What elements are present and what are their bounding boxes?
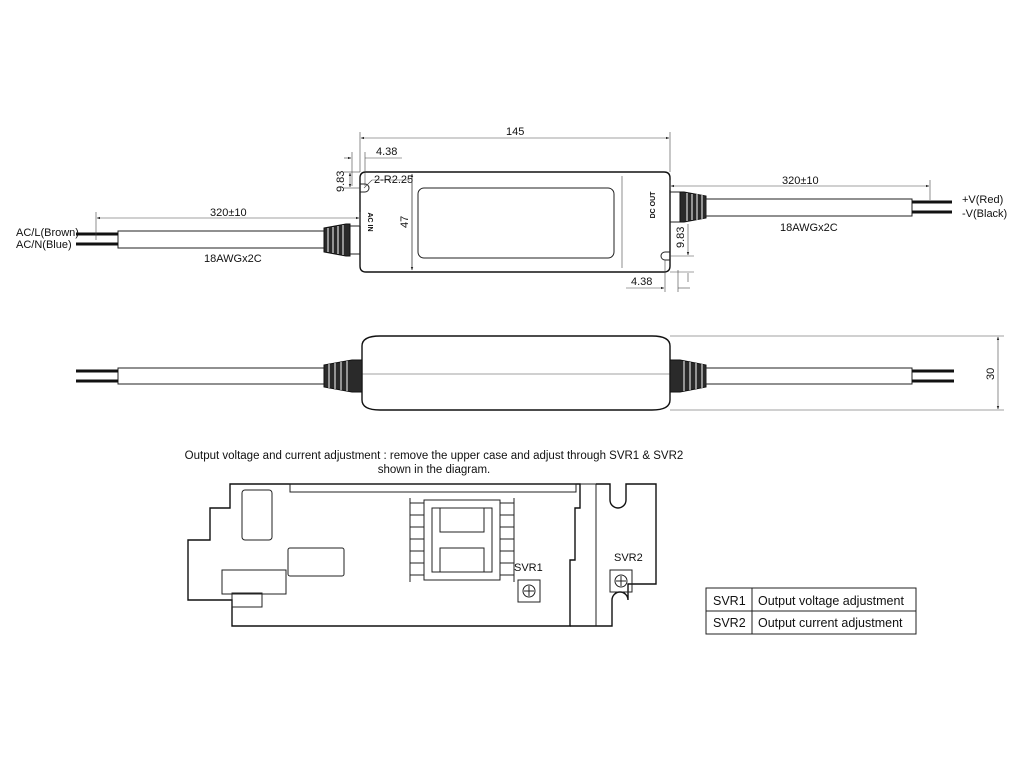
pcb-component-b [287,547,345,577]
mounting-hole-right [660,251,670,261]
input-cable-length-label: 320±10 [210,207,247,219]
top-view-enclosure [359,171,671,273]
svr-table: SVR1 Output voltage adjustment SVR2 Outp… [705,587,917,635]
pcb-component-c [221,569,287,595]
ac-in-marking: AC IN [366,212,373,231]
svr2-pcb-label: SVR2 [614,552,643,564]
hole-offset-right-label: 4.38 [631,276,652,288]
pcb-top-connector [289,483,577,493]
input-wire-live-label: AC/L(Brown) [16,227,79,239]
pcb-diagram: SVR1 SVR2 [187,483,657,627]
output-cable-length-label: 320±10 [782,175,819,187]
top-view: AC IN DC OUT AC/L(Brown) AC/N(Blue) 18AW… [16,126,1007,292]
svr1-potentiometer [517,579,541,603]
input-cable-spec: 18AWGx2C [204,253,262,265]
dc-out-marking: DC OUT [650,191,657,219]
pcb-component-a [241,489,273,541]
length-label: 145 [506,126,524,138]
table-row-2-function: Output current adjustment [758,616,903,630]
side-input-strain-relief [323,359,363,393]
hole-edge-right-label: 9.83 [675,227,687,248]
input-cable [76,223,360,257]
hole-offset-left-label: 4.38 [376,146,397,158]
table-row-2-id: SVR2 [713,616,746,630]
pcb-right-section [570,483,657,627]
svr1-pcb-label: SVR1 [514,562,543,574]
output-wire-negative-label: -V(Black) [962,208,1007,220]
side-view: 30 [76,335,1004,411]
side-view-enclosure [361,335,671,411]
side-input-cable [76,359,363,393]
width-label: 47 [399,216,411,228]
hole-radius-label: 2-R2.25 [374,174,413,186]
output-wire-positive-label: +V(Red) [962,194,1003,206]
pcb-transformer [409,498,515,582]
mounting-hole-left [360,183,370,193]
side-output-strain-relief [669,359,707,393]
hole-edge-left-label: 9.83 [335,171,347,192]
label-recess [417,187,615,259]
svr2-potentiometer [609,569,633,593]
adjustment-note-line1: Output voltage and current adjustment : … [185,450,684,462]
adjustment-note-line2: shown in the diagram. [378,464,491,476]
output-cable [670,191,952,223]
pcb-component-d [231,592,263,608]
input-wire-neutral-label: AC/N(Blue) [16,239,72,251]
height-label: 30 [985,368,997,380]
table-row-1-function: Output voltage adjustment [758,594,904,608]
output-cable-spec: 18AWGx2C [780,222,838,234]
side-output-cable [669,359,954,393]
table-row-1-id: SVR1 [713,594,746,608]
pcb-board-outline [187,483,581,627]
